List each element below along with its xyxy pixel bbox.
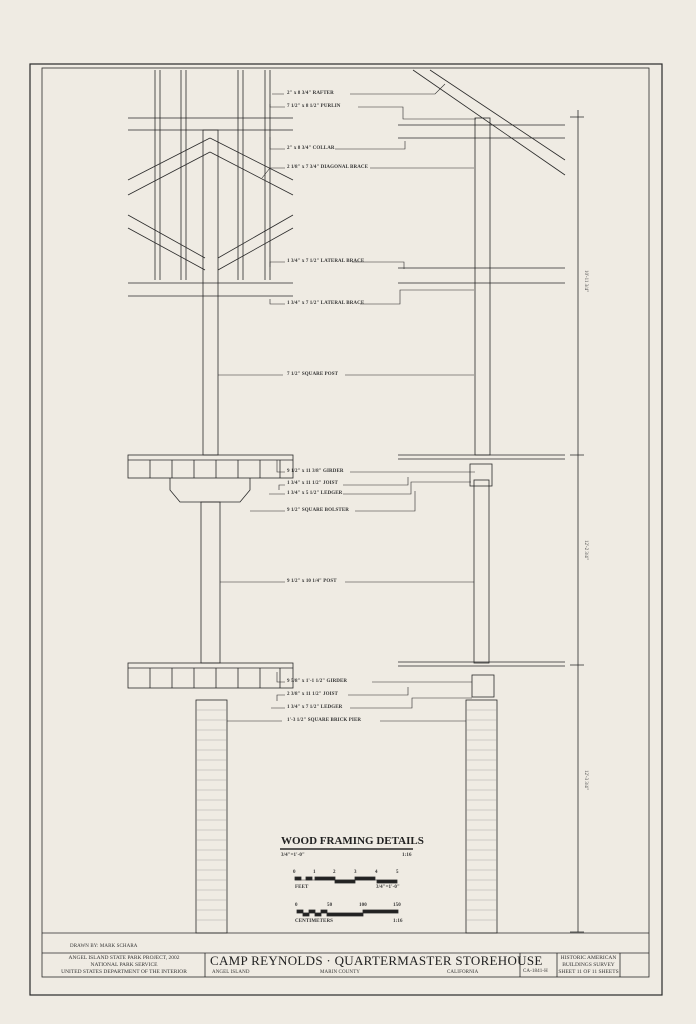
- label-brick-pier: 1'-3 1/2" SQUARE BRICK PIER: [287, 718, 362, 723]
- cm-tick-150: 150: [393, 903, 401, 908]
- brick-pier-right: [465, 699, 498, 934]
- dimension-upper: 10'-11 3/4": [583, 270, 588, 293]
- label-bolster: 9 1/2" SQUARE BOLSTER: [287, 508, 349, 513]
- survey-number: CA-1841-H: [523, 969, 548, 974]
- feet-tick-0: 0: [293, 870, 296, 875]
- feet-tick-1: 1: [313, 870, 316, 875]
- feet-scale-bar: [294, 876, 398, 884]
- label-lateral-brace-2: 1 3/4" x 7 1/2" LATERAL BRACE: [287, 301, 365, 306]
- label-post-2: 9 1/2" x 10 1/4" POST: [287, 579, 337, 584]
- label-lateral-brace-1: 1 3/4" x 7 1/2" LATERAL BRACE: [287, 259, 365, 264]
- cm-scale-bar: [296, 909, 399, 917]
- dimension-line: [570, 110, 584, 933]
- state: CALIFORNIA: [447, 970, 479, 975]
- outer-border: [29, 63, 663, 996]
- dimension-lower: 12'-3 3/4": [583, 770, 588, 790]
- label-ledger-1: 1 3/4" x 5 1/2" LEDGER: [287, 491, 343, 496]
- county: MARIN COUNTY: [320, 970, 360, 975]
- agency-line: ANGEL ISLAND STATE PARK PROJECT, 2002: [68, 955, 180, 961]
- label-ledger-2: 1 3/4" x 7 1/2" LEDGER: [287, 705, 343, 710]
- scale-left: 3/4"=1'-0": [281, 853, 305, 858]
- inner-border: [41, 67, 650, 978]
- left-posts: [200, 129, 221, 664]
- label-square-post: 7 1/2" SQUARE POST: [287, 372, 339, 377]
- brick-pier-left: [195, 699, 228, 934]
- survey-block: HISTORIC AMERICAN BUILDINGS SURVEY SHEET…: [557, 955, 620, 976]
- location: ANGEL ISLAND: [212, 970, 250, 975]
- survey-line: SHEET 11 OF 11 SHEETS: [558, 969, 619, 975]
- survey-line: BUILDINGS SURVEY: [562, 962, 615, 968]
- right-section: [398, 69, 566, 698]
- detail-title: WOOD FRAMING DETAILS: [281, 835, 424, 847]
- scale-right: 1:16: [402, 853, 412, 858]
- cm-tick-0: 0: [295, 903, 298, 908]
- survey-line: HISTORIC AMERICAN: [560, 955, 617, 961]
- label-joist-1: 1 3/4" x 11 1/2" JOIST: [287, 481, 338, 486]
- agency-block: ANGEL ISLAND STATE PARK PROJECT, 2002 NA…: [44, 955, 204, 976]
- cm-tick-100: 100: [359, 903, 367, 908]
- dimension-middle: 12'-2 3/4": [583, 540, 588, 560]
- label-collar: 2" x 8 3/4" COLLAR: [287, 146, 335, 151]
- cm-label: CENTIMETERS: [295, 919, 334, 924]
- cm-tick-50: 50: [327, 903, 333, 908]
- sheet-title: CAMP REYNOLDS · QUARTERMASTER STOREHOUSE: [210, 953, 543, 968]
- feet-tick-2: 2: [333, 870, 336, 875]
- agency-line: UNITED STATES DEPARTMENT OF THE INTERIOR: [61, 969, 187, 975]
- drawn-by: DRAWN BY: MARK SCHARA: [70, 944, 138, 949]
- label-girder-1: 9 1/2" x 11 3/8" GIRDER: [287, 469, 344, 474]
- left-roof-truss: [127, 70, 294, 297]
- feet-tick-5: 5: [396, 870, 399, 875]
- left-floor-2: [127, 662, 294, 689]
- cm-scale: 1:16: [393, 919, 403, 924]
- label-purlin: 7 1/2" x 8 1/2" PURLIN: [287, 104, 341, 109]
- feet-label: FEET: [295, 885, 309, 890]
- feet-tick-3: 3: [354, 870, 357, 875]
- agency-line: NATIONAL PARK SERVICE: [90, 962, 158, 968]
- leader-lines: [218, 83, 476, 722]
- label-diagonal-brace: 2 1/8" x 7 3/4" DIAGONAL BRACE: [287, 165, 369, 170]
- feet-tick-4: 4: [375, 870, 378, 875]
- label-girder-2: 9 5/8" x 1'-1 1/2" GIRDER: [287, 679, 348, 684]
- label-joist-2: 2 3/8" x 11 1/2" JOIST: [287, 692, 338, 697]
- feet-scale: 3/4"=1'-0": [376, 885, 400, 890]
- label-rafter: 2" x 8 3/4" RAFTER: [287, 91, 334, 96]
- left-floor-1: [127, 454, 294, 503]
